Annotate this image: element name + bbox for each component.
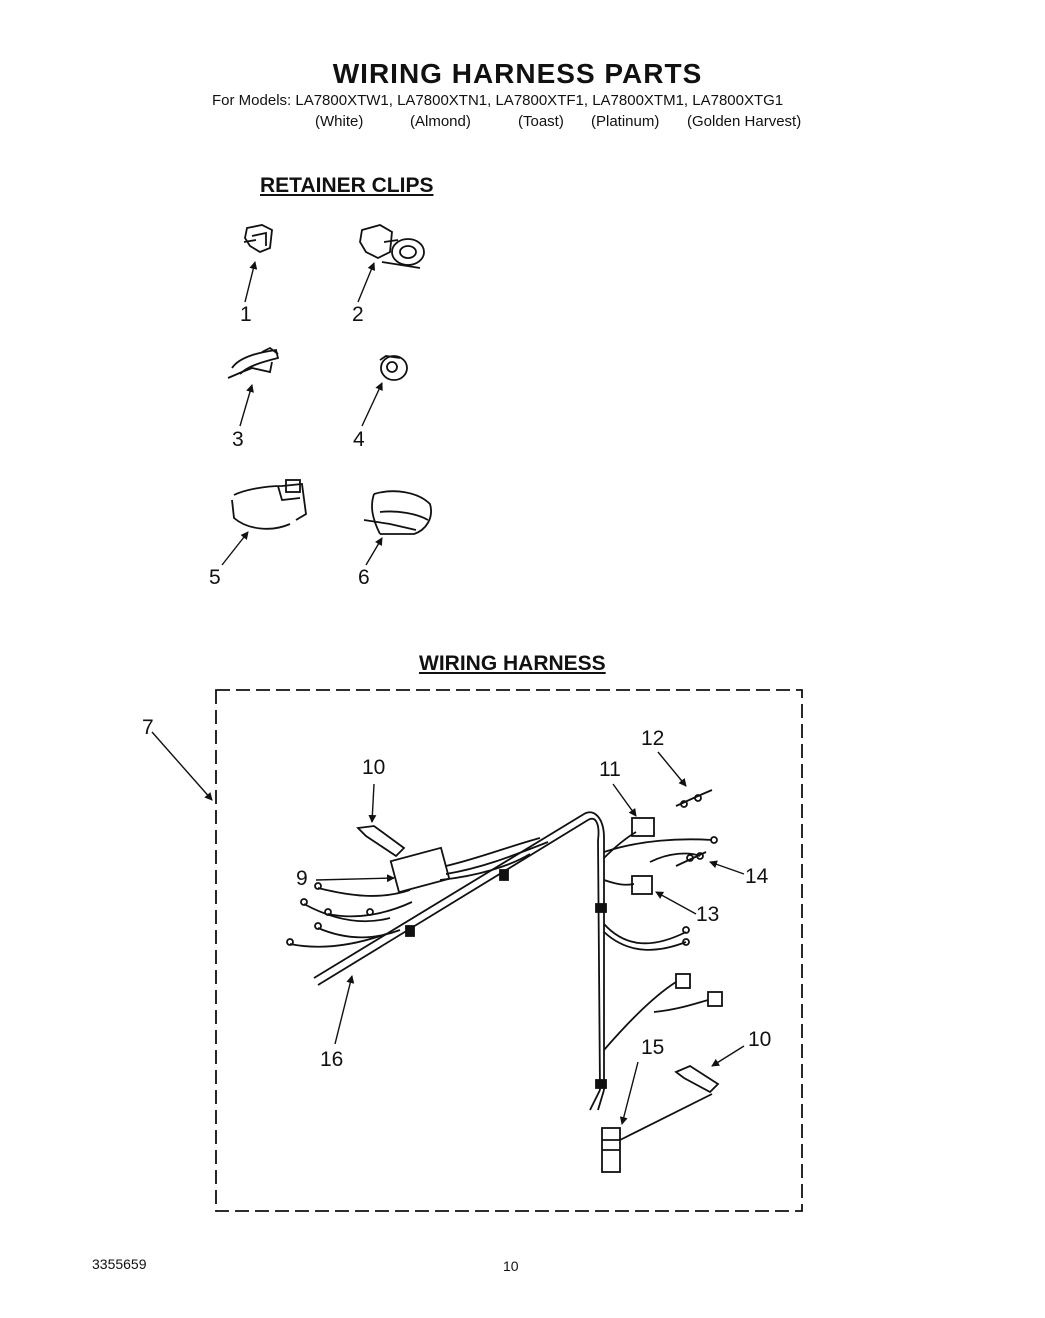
wiring-harness-heading: WIRING HARNESS bbox=[419, 652, 606, 675]
callout-12: 12 bbox=[641, 727, 665, 750]
arrow-10a bbox=[368, 783, 377, 823]
arrow-9 bbox=[315, 874, 395, 883]
retainer-clip-3 bbox=[227, 346, 280, 379]
callout-15: 15 bbox=[641, 1036, 665, 1059]
callout-6: 6 bbox=[358, 566, 370, 589]
retainer-clip-6 bbox=[363, 490, 432, 535]
arrow-10b bbox=[711, 1045, 745, 1067]
page-number: 10 bbox=[503, 1258, 519, 1274]
arrow-12 bbox=[657, 751, 687, 787]
arrow-11 bbox=[612, 783, 637, 817]
color-almond: (Almond) bbox=[410, 113, 471, 130]
callout-1: 1 bbox=[240, 303, 252, 326]
arrow-6 bbox=[365, 537, 383, 566]
arrow-2 bbox=[357, 262, 376, 303]
arrow-1 bbox=[244, 261, 258, 303]
page-title: WIRING HARNESS PARTS bbox=[332, 58, 703, 89]
callout-11: 11 bbox=[599, 758, 621, 781]
color-white: (White) bbox=[315, 113, 364, 130]
retainer-clips-heading: RETAINER CLIPS bbox=[260, 174, 434, 197]
arrow-5 bbox=[221, 531, 249, 566]
callout-14: 14 bbox=[745, 865, 769, 888]
callout-2: 2 bbox=[352, 303, 364, 326]
callout-10-upper: 10 bbox=[362, 756, 386, 779]
color-golden-harvest: (Golden Harvest) bbox=[687, 113, 802, 130]
retainer-clip-2 bbox=[359, 224, 425, 269]
arrow-7 bbox=[151, 731, 213, 801]
arrow-4 bbox=[361, 382, 383, 427]
callout-13: 13 bbox=[696, 903, 720, 926]
callout-5: 5 bbox=[209, 566, 221, 589]
callout-7: 7 bbox=[142, 716, 154, 739]
retainer-clip-1 bbox=[243, 224, 273, 254]
harness-boundary-box bbox=[215, 689, 803, 1212]
arrow-15 bbox=[619, 1061, 639, 1125]
arrow-3 bbox=[239, 384, 254, 427]
color-toast: (Toast) bbox=[518, 113, 564, 130]
arrow-13 bbox=[655, 891, 697, 915]
color-platinum: (Platinum) bbox=[591, 113, 660, 130]
document-code: 3355659 bbox=[92, 1256, 147, 1272]
callout-9: 9 bbox=[296, 867, 308, 890]
callout-4: 4 bbox=[353, 428, 365, 451]
models-line: For Models: LA7800XTW1, LA7800XTN1, LA78… bbox=[212, 92, 784, 109]
arrow-14 bbox=[709, 860, 745, 875]
arrow-16 bbox=[334, 975, 355, 1045]
retainer-clip-5 bbox=[231, 479, 307, 530]
callout-10-lower: 10 bbox=[748, 1028, 772, 1051]
wiring-harness bbox=[286, 789, 723, 1173]
callout-16: 16 bbox=[320, 1048, 344, 1071]
callout-3: 3 bbox=[232, 428, 244, 451]
retainer-clip-4 bbox=[379, 355, 408, 381]
